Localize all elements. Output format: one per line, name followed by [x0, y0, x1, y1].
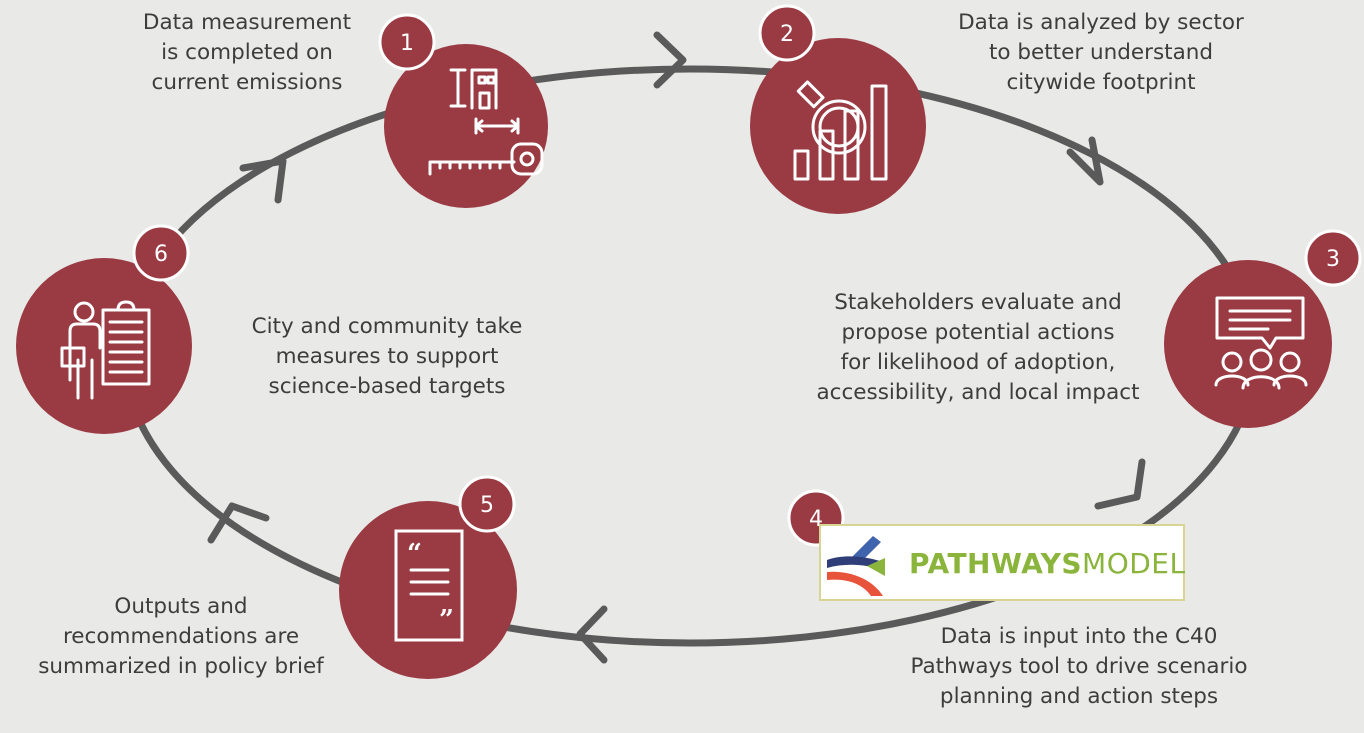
group-discussion-icon — [1214, 296, 1308, 390]
loop-arrow-upper-right — [1066, 136, 1104, 186]
step-1-caption: Data measurement is completed on current… — [142, 10, 352, 95]
chart-magnifier-icon — [793, 80, 888, 181]
step-1-number: 1 — [400, 31, 414, 56]
step-6-caption: City and community take measures to supp… — [251, 314, 523, 399]
step-5-number: 5 — [480, 493, 494, 518]
step-5-circle — [339, 501, 517, 679]
step-2: 2 — [750, 4, 926, 214]
step-2-circle — [750, 38, 926, 214]
person-clipboard-icon — [60, 300, 151, 400]
step-5-badge — [458, 475, 516, 533]
pathways-swoosh-icon — [827, 536, 885, 596]
step-1: 1 — [378, 13, 548, 208]
step-3: 3 — [1164, 229, 1362, 428]
step-6: 6 — [16, 224, 192, 434]
step-3-badge — [1304, 229, 1362, 287]
step-2-caption: Data is analyzed by sector to better und… — [958, 10, 1244, 95]
step-5: “ ” 5 — [339, 475, 517, 679]
logo-light-text: MODEL — [1082, 547, 1186, 580]
loop-arrow-lower-right — [1094, 458, 1146, 510]
logo-bold-text: PATHWAYS — [909, 547, 1083, 580]
loop-arrow-top — [653, 31, 687, 89]
step-3-caption: Stakeholders evaluate and propose potent… — [816, 290, 1140, 405]
step-4-caption: Data is input into the C40 Pathways tool… — [910, 624, 1248, 709]
step-6-number: 6 — [154, 242, 168, 267]
step-6-badge — [132, 224, 190, 282]
loop-arrow-upper-left — [239, 157, 287, 204]
step-1-badge — [378, 13, 436, 71]
pathways-wordmark: PATHWAYSMODEL — [909, 547, 1186, 581]
step-3-number: 3 — [1326, 247, 1340, 272]
loop-arrow-lower-left — [207, 502, 270, 544]
measuring-tape-icon — [428, 68, 544, 176]
step-1-circle — [384, 44, 548, 208]
open-quote-glyph: “ — [407, 539, 422, 569]
step-3-circle — [1164, 260, 1332, 428]
loop-arrow-bottom — [576, 605, 608, 664]
document-quote-icon — [394, 529, 464, 642]
step-5-caption: Outputs and recommendations are summariz… — [38, 594, 324, 679]
pathways-model-logo: PATHWAYSMODEL — [819, 524, 1185, 601]
step-2-number: 2 — [780, 22, 794, 47]
close-quote-glyph: ” — [439, 605, 454, 635]
step-2-badge — [758, 4, 816, 62]
